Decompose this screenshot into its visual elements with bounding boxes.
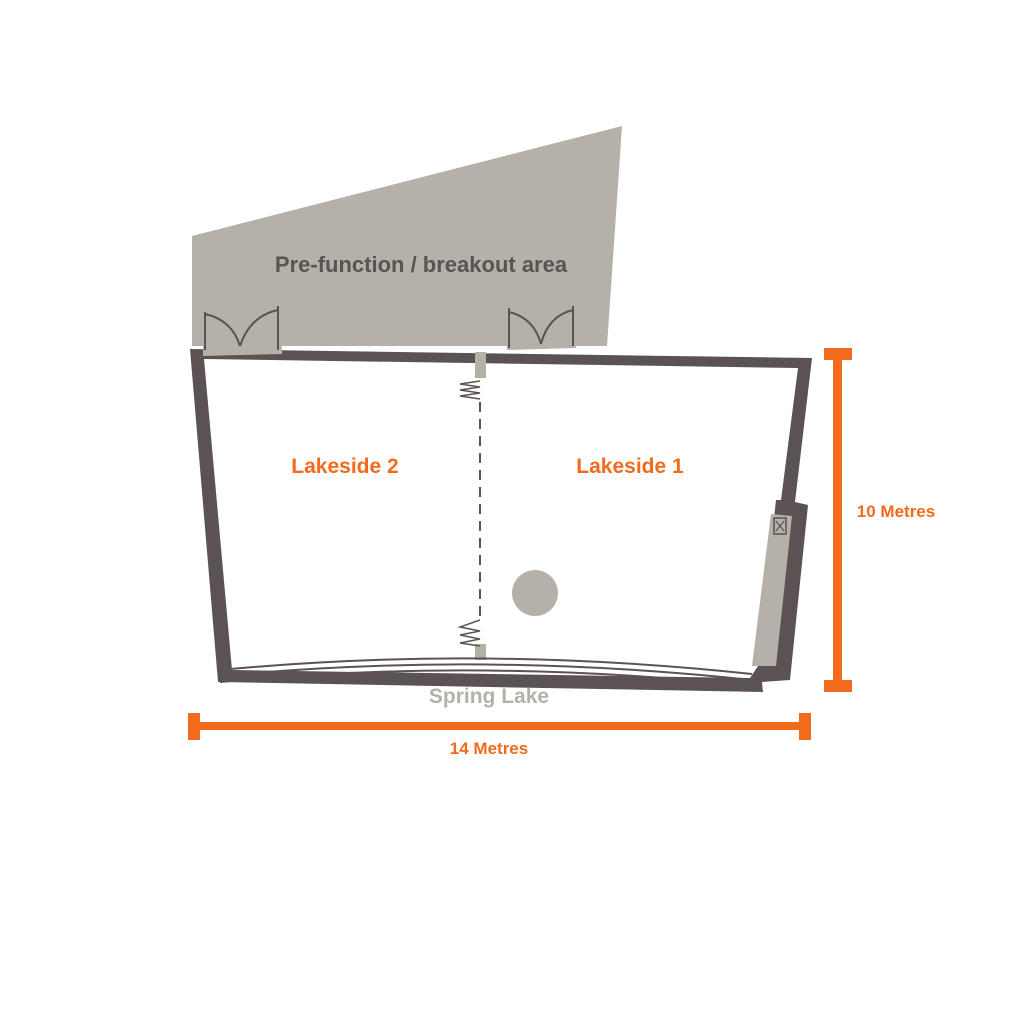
door-right [507, 304, 576, 350]
room-floor [204, 359, 798, 678]
structural-column [512, 570, 558, 616]
lake-label: Spring Lake [429, 685, 549, 708]
height-dimension-label: 10 Metres [857, 502, 935, 521]
partition-post-bottom [475, 644, 486, 660]
room-label-lakeside-2: Lakeside 2 [291, 455, 398, 478]
fire-exit-icon [773, 517, 787, 535]
width-dimension-label: 14 Metres [450, 739, 528, 758]
prefunction-area [192, 126, 622, 346]
width-dimension [188, 713, 811, 740]
door-left [203, 304, 282, 356]
prefunction-label: Pre-function / breakout area [275, 252, 568, 277]
lake-window-wall [219, 657, 753, 687]
partition-stack-top [459, 380, 481, 400]
height-dimension [824, 348, 852, 692]
service-strip [752, 514, 792, 666]
partition-post-top [475, 352, 486, 378]
room-label-lakeside-1: Lakeside 1 [576, 455, 684, 478]
partition-stack-bottom [457, 619, 481, 647]
